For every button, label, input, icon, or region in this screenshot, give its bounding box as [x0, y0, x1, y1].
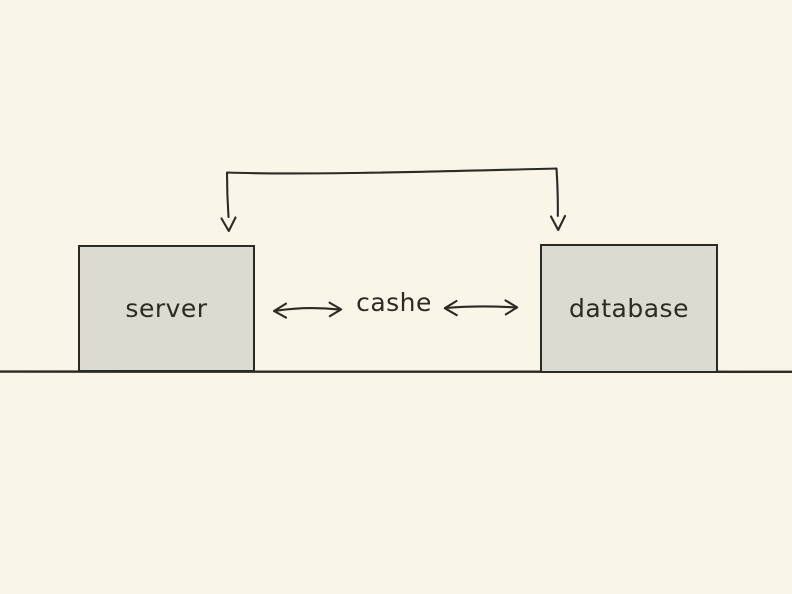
node-database-label: database	[569, 294, 689, 323]
node-server: server	[78, 245, 255, 372]
node-server-label: server	[125, 294, 208, 323]
cache-database-double-arrow	[443, 299, 519, 317]
down-arrowhead-right-icon	[549, 214, 567, 232]
down-arrowhead-left-icon	[220, 216, 237, 233]
left-arrowhead-icon	[443, 299, 458, 317]
top-bracket-arrow	[220, 167, 567, 233]
node-database: database	[540, 244, 718, 373]
right-arrowhead-icon	[504, 299, 519, 316]
left-arrowhead-icon	[272, 302, 288, 319]
server-cache-double-arrow	[272, 301, 343, 319]
right-arrowhead-icon	[328, 301, 343, 318]
cache-label: cashe	[356, 288, 432, 317]
